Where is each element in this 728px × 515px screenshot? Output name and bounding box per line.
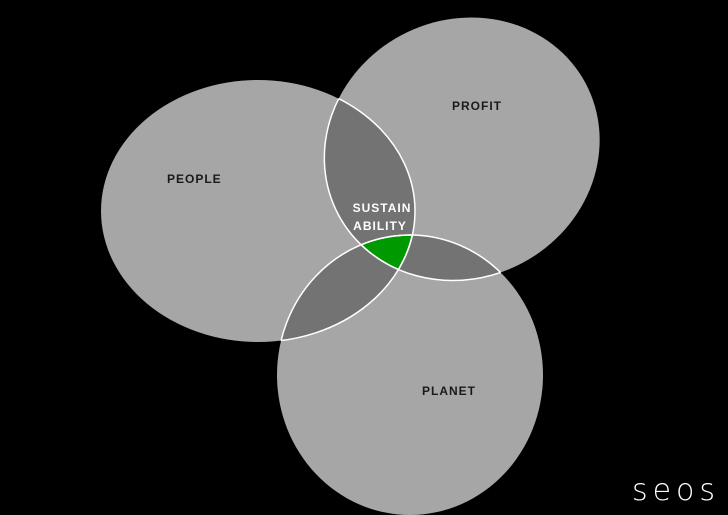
profit-label: PROFIT bbox=[452, 99, 502, 113]
center-label-line2: ABILITY bbox=[353, 219, 407, 233]
planet-label: PLANET bbox=[422, 384, 476, 398]
people-planet-overlap bbox=[277, 235, 415, 342]
people-outline-inner bbox=[277, 79, 416, 329]
profit-outline-inner bbox=[323, 80, 415, 282]
people-label: PEOPLE bbox=[167, 172, 222, 186]
seos-logo: seos bbox=[632, 473, 720, 508]
center-label-line1: SUSTAIN bbox=[353, 201, 412, 215]
planet-outline-inner-right bbox=[277, 234, 544, 329]
